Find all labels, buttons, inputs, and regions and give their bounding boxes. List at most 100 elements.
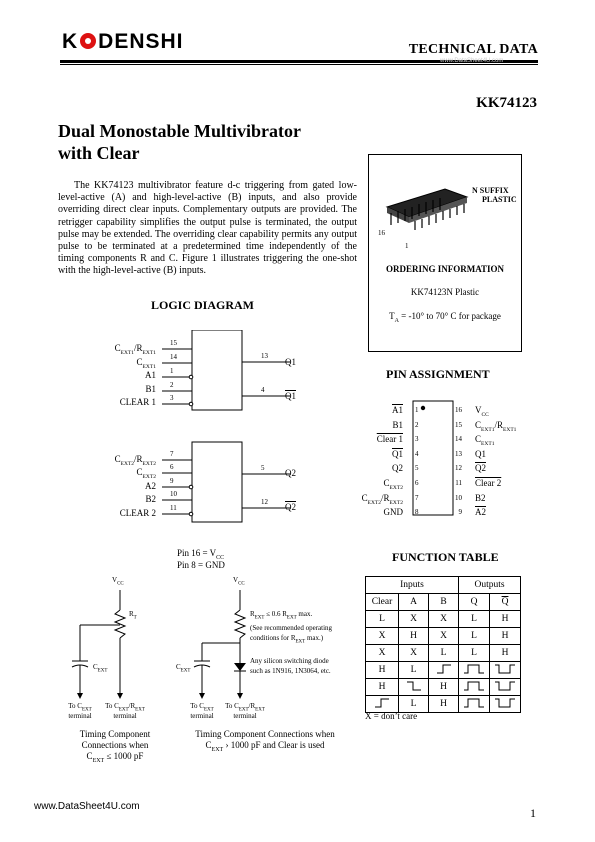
- g2-label-cext-rext: CEXT2/REXT2: [114, 454, 156, 467]
- ft-cell: H: [489, 644, 521, 662]
- fig2-note1-end2: max.: [296, 610, 313, 618]
- fig2-note5: such as 1N916, 1N3064, etc.: [250, 667, 331, 675]
- g1-output-q: Q1: [285, 357, 296, 367]
- pin-note-gnd: Pin 8 = GND: [177, 560, 225, 570]
- g2-pin-11: 11: [170, 504, 177, 512]
- ordering-part: KK74123N Plastic: [410, 287, 480, 297]
- pa-right-pin: 12: [455, 464, 462, 473]
- fig2-note3: conditions for R: [250, 634, 296, 643]
- g1-pin-1: 1: [170, 367, 174, 375]
- ft-inputs-header: Inputs: [365, 576, 459, 594]
- fig2-caption: Timing Component Connections when CEXT ›…: [180, 729, 350, 756]
- pin-note-vcc-text: Pin 16 = V: [177, 548, 217, 558]
- pa-left-label: GND: [383, 507, 404, 518]
- page-title: Dual Monostable Multivibrator with Clear: [58, 120, 301, 164]
- pa-right-label: Q1: [475, 448, 486, 459]
- ft-cell: L: [458, 644, 490, 662]
- ft-cell: L: [458, 627, 490, 645]
- ft-cell: X: [365, 627, 399, 645]
- timing-circuit-1: [71, 590, 127, 699]
- g1-pin-2: 2: [170, 381, 174, 389]
- ft-note: X = don’t care: [365, 711, 418, 721]
- ft-col-clear: Clear: [365, 593, 399, 611]
- fig1-term-right-mid: /R: [128, 702, 136, 710]
- pa-left-label: A1: [392, 405, 403, 415]
- pa-right-pin: 13: [455, 449, 462, 458]
- footer-site-link[interactable]: www.DataSheet4U.com: [34, 801, 140, 812]
- pin-note-vcc: Pin 16 = VCC: [177, 548, 224, 561]
- fig1-caption-1: Timing Component: [79, 729, 151, 739]
- fig2-term-left-word: terminal: [190, 712, 214, 721]
- ft-cell: L: [365, 610, 399, 628]
- header-rule-thin: [60, 64, 538, 65]
- logo-text-right: DENSHI: [98, 30, 184, 53]
- pa-left-pin: 1: [415, 406, 419, 414]
- fig2-caption-2-end: › 1000 pF and Clear is used: [223, 740, 325, 750]
- pa-right-pin: 9: [458, 508, 463, 517]
- pa-right-label: Q2: [475, 463, 486, 474]
- fig1-term-right-text: To C: [105, 702, 119, 710]
- header-rule: [60, 60, 538, 63]
- ft-cell: H: [428, 695, 459, 713]
- package-suffix: N SUFFIX PLASTIC: [472, 186, 517, 204]
- temp-text: = -10° to 70° C for package: [398, 311, 501, 321]
- ft-cell: [458, 678, 490, 696]
- fig2-term-left-sub: EXT: [203, 707, 214, 713]
- fig1-term-right-word: terminal: [113, 712, 137, 721]
- ft-cell: X: [398, 644, 429, 662]
- fig2-note2: (See recommended operating: [250, 624, 333, 633]
- fig2-note4: Any silicon switching diode: [250, 657, 329, 665]
- ft-cell: X: [428, 627, 459, 645]
- fig2-note3-end: max.): [305, 634, 324, 643]
- ft-cell: H: [489, 610, 521, 628]
- pa-left-label: Q1: [392, 448, 403, 459]
- logic-diagram-title: LOGIC DIAGRAM: [151, 298, 255, 312]
- g2-pin-7: 7: [170, 450, 174, 458]
- fig2-note1-r: R: [250, 610, 255, 618]
- fig2-note: REXT ≤ 0.6 REXT max. (See recommended op…: [250, 609, 332, 648]
- section-heading: TECHNICAL DATA: [408, 42, 538, 57]
- ft-cell: H: [489, 627, 521, 645]
- g2-label-cext: CEXT2: [136, 467, 156, 480]
- g2-pin-9: 9: [170, 477, 174, 485]
- pa-right-pin: 11: [455, 479, 462, 487]
- function-table-title: FUNCTION TABLE: [392, 550, 499, 564]
- fig1-term-right: To CEXT/REXT terminal: [95, 702, 155, 720]
- pa-left-pin: 3: [415, 435, 419, 444]
- fig2-cext-sub: EXT: [180, 668, 191, 674]
- fig1-term-left: To CEXT terminal: [50, 702, 110, 720]
- page-number: 1: [530, 806, 536, 820]
- fig2-term-right-sub: EXT: [238, 707, 249, 713]
- ft-cell: X: [428, 610, 459, 628]
- pa-left-label: CEXT2/REXT2: [361, 492, 403, 506]
- g1-label-a1: A1: [145, 370, 156, 380]
- g2-pin-12: 12: [261, 498, 268, 506]
- pa-right-pin: 10: [455, 493, 462, 502]
- ft-cell: H: [428, 678, 459, 696]
- g2-label-b2: B2: [145, 494, 156, 504]
- fig1-rt-text: R: [129, 610, 134, 618]
- ft-cell: [428, 661, 459, 679]
- fig2-note3-sub: EXT: [295, 639, 306, 645]
- fig2-term-right-mid: /R: [248, 702, 256, 710]
- fig1-cext-text: C: [93, 663, 98, 671]
- ft-col-a: A: [398, 593, 429, 611]
- ft-outputs-header: Outputs: [458, 576, 521, 594]
- dip-package-icon: [385, 188, 469, 230]
- g1-label-b1: B1: [145, 384, 156, 394]
- fig2-caption-2: C: [205, 740, 212, 750]
- fig2-term-right-text: To C: [225, 702, 239, 710]
- fig1-term-right-sub: EXT: [118, 707, 129, 713]
- pa-left-pin: 6: [415, 479, 419, 487]
- fig1-term-right-sub2: EXT: [135, 707, 145, 713]
- fig2-cext: CEXT: [176, 663, 190, 673]
- fig1-caption-3-end: ≤ 1000 pF: [104, 751, 144, 761]
- intro-paragraph: The KK74123 multivibrator feature d-c tr…: [58, 180, 357, 277]
- g2-output-qbar: Q2: [285, 502, 296, 512]
- pa-right-label: Clear 2: [475, 478, 502, 488]
